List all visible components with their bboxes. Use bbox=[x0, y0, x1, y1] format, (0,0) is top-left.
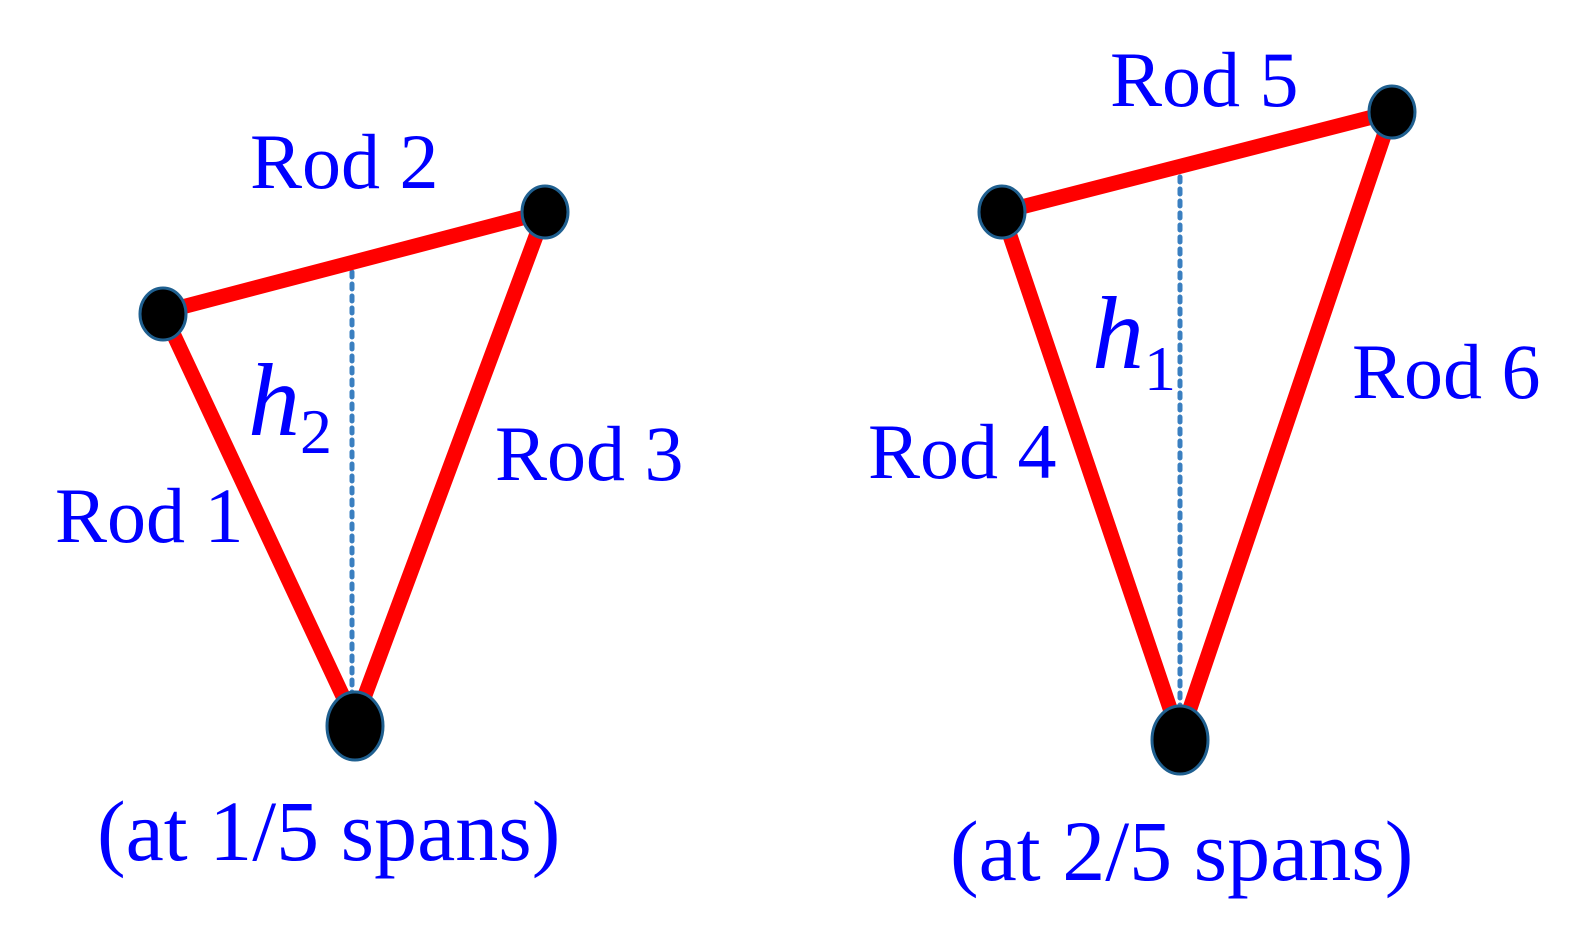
rod-2 bbox=[155, 204, 553, 320]
right-truss: Rod 4 Rod 5 Rod 6 h1 (at 2/5 spans) bbox=[868, 36, 1541, 899]
right-joint-top-left bbox=[977, 184, 1027, 240]
height-h1-symbol: h bbox=[1092, 276, 1144, 391]
rod-4 bbox=[994, 204, 1188, 746]
height-h2-label: h2 bbox=[248, 343, 332, 467]
right-caption: (at 2/5 spans) bbox=[950, 803, 1413, 899]
rod-3 bbox=[347, 204, 553, 730]
rod-1-label: Rod 1 bbox=[55, 472, 244, 559]
height-h2-subscript: 2 bbox=[300, 396, 332, 467]
height-h1-subscript: 1 bbox=[1144, 333, 1176, 404]
rod-3-label: Rod 3 bbox=[495, 410, 684, 497]
rod-1 bbox=[155, 304, 363, 730]
left-joint-top-right bbox=[520, 184, 570, 240]
rod-2-label: Rod 2 bbox=[250, 118, 439, 205]
rod-6 bbox=[1172, 104, 1400, 746]
height-h2-symbol: h bbox=[248, 343, 300, 458]
left-joint-top-left bbox=[138, 286, 188, 342]
left-caption: (at 1/5 spans) bbox=[97, 783, 560, 879]
right-joint-top-right bbox=[1367, 84, 1417, 140]
rod-6-label: Rod 6 bbox=[1352, 328, 1541, 415]
rod-5-label: Rod 5 bbox=[1110, 36, 1299, 123]
height-h1-label: h1 bbox=[1092, 276, 1176, 404]
left-truss: Rod 1 Rod 2 Rod 3 h2 (at 1/5 spans) bbox=[55, 118, 684, 879]
right-joint-bottom bbox=[1150, 704, 1210, 776]
rod-4-label: Rod 4 bbox=[868, 408, 1057, 495]
left-joint-bottom bbox=[325, 690, 385, 762]
rod-5 bbox=[994, 104, 1400, 220]
